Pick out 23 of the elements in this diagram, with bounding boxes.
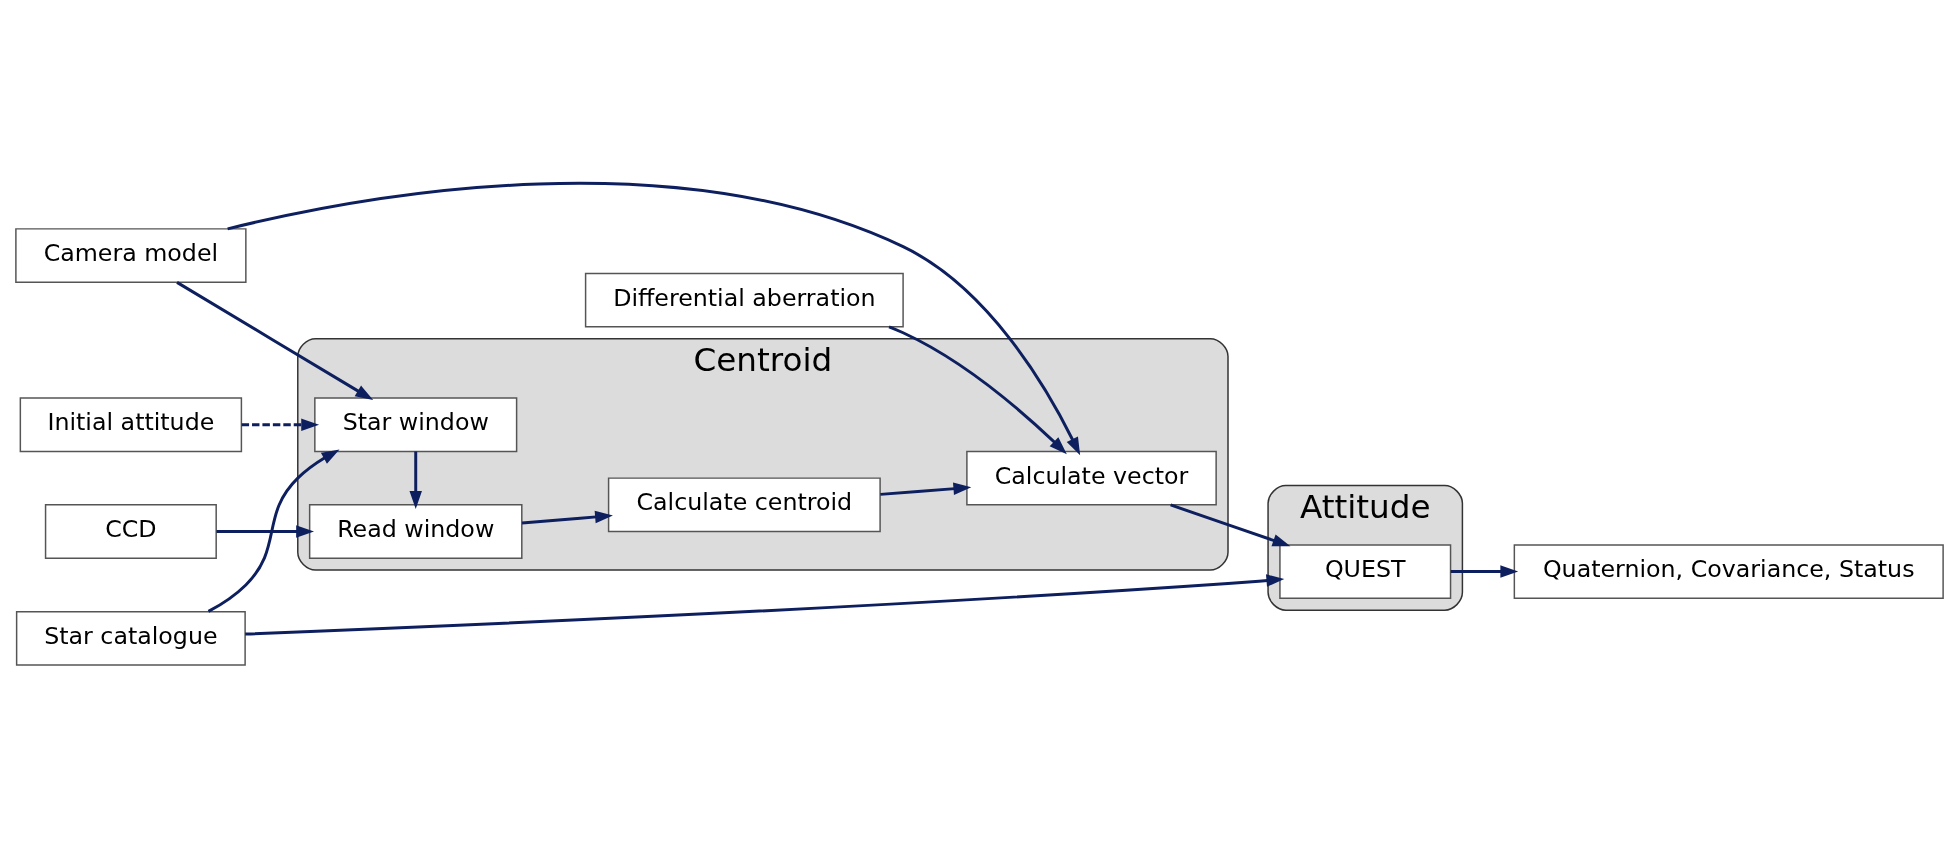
node-box: CCD xyxy=(44,503,217,559)
node-box: Star window xyxy=(314,396,518,452)
arrow xyxy=(880,482,972,496)
arrow xyxy=(1170,503,1291,546)
node-box: Camera model xyxy=(15,227,247,283)
arrow xyxy=(521,510,613,524)
arrow xyxy=(207,449,340,613)
arrow xyxy=(888,324,1067,454)
arrow xyxy=(1450,564,1519,578)
node-box: Read window xyxy=(308,503,523,559)
node-box: QUEST xyxy=(1279,543,1452,599)
node-box: Calculate centroid xyxy=(607,476,881,532)
arrow xyxy=(241,417,320,431)
node-box: Star catalogue xyxy=(15,610,246,666)
arrow xyxy=(227,181,1081,455)
arrow xyxy=(216,524,314,538)
node-box: Initial attitude xyxy=(19,396,243,452)
arrow xyxy=(176,280,374,400)
node-box: Differential aberration xyxy=(584,272,904,328)
node-box: Quaternion, Covariance, Status xyxy=(1513,543,1944,599)
arrow xyxy=(245,573,1285,636)
arrow xyxy=(409,451,422,509)
node-box: Calculate vector xyxy=(966,450,1217,506)
